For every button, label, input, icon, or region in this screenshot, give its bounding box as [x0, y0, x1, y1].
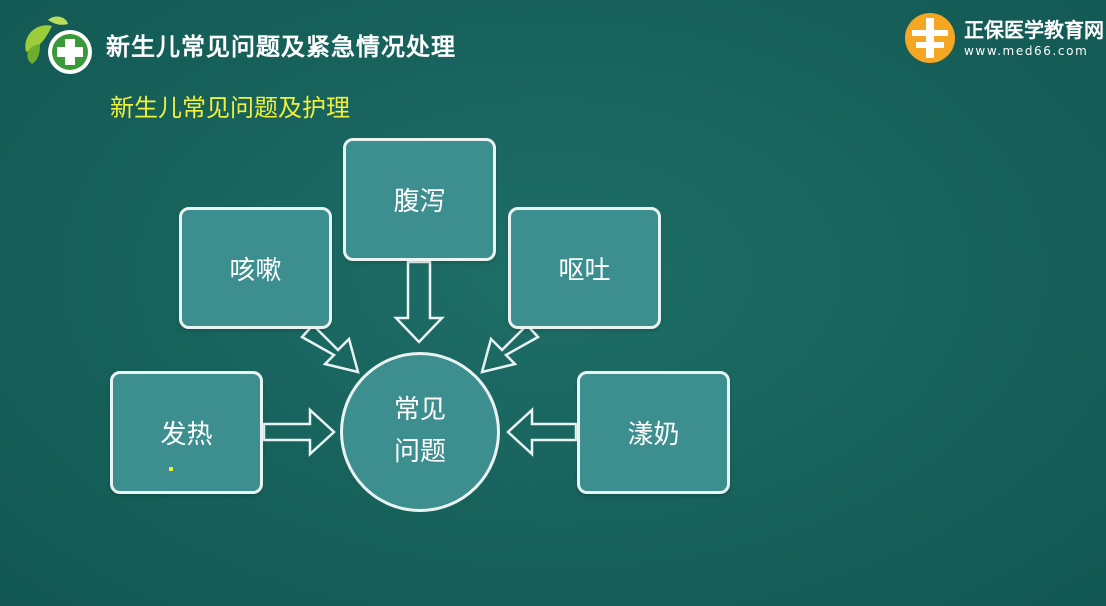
arrow-upper-left [300, 323, 360, 374]
brand-url: www.med66.com [964, 44, 1089, 58]
arrow-upper-right [480, 323, 540, 374]
arrow-left-right [262, 407, 336, 457]
arrow-top-down [393, 260, 445, 344]
arrow-right-left [506, 407, 578, 457]
center-node-common-problems: 常见 问题 [340, 352, 500, 512]
node-vomit: 呕吐 [508, 207, 661, 329]
center-node-line2: 问题 [393, 437, 446, 467]
green-cross-logo-icon [25, 16, 92, 74]
node-milk-spit: 漾奶 [577, 371, 730, 494]
node-diarrhea: 腹泻 [343, 138, 496, 261]
cursor-dot [169, 467, 173, 471]
brand-name: 正保医学教育网 [964, 18, 1104, 42]
page-title: 新生儿常见问题及紧急情况处理 [106, 33, 456, 61]
node-fever: 发热 [110, 371, 263, 494]
section-subtitle: 新生儿常见问题及护理 [110, 94, 350, 122]
brand-logo-icon [905, 13, 955, 63]
center-node-line1: 常见 [393, 395, 446, 426]
node-cough: 咳嗽 [179, 207, 332, 329]
